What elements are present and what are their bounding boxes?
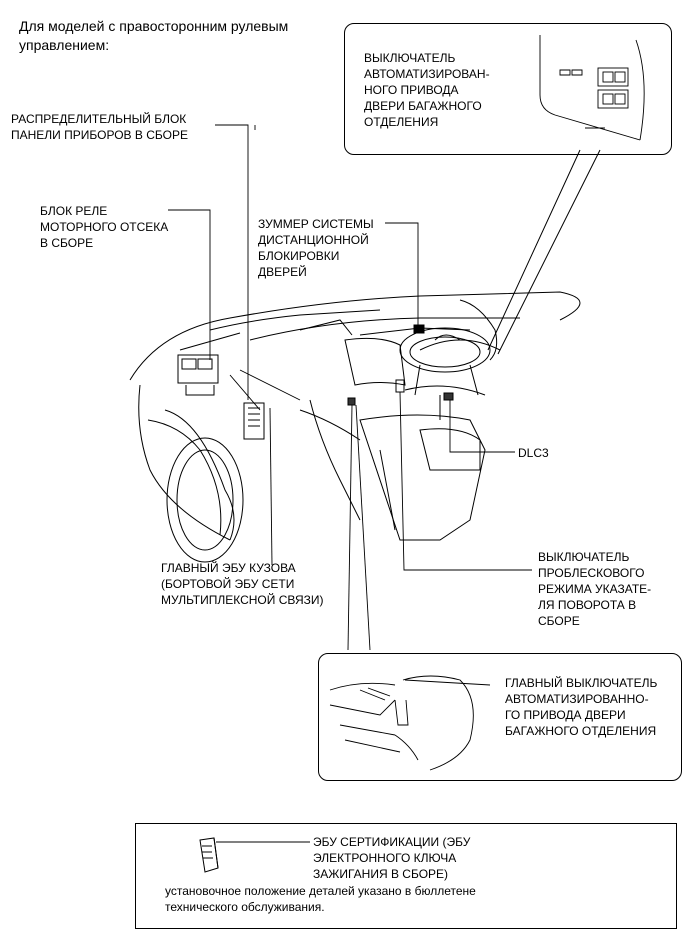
note-line-1: установочное положение деталей указано в… — [165, 884, 476, 898]
main-trunk-switch-shape — [347, 397, 356, 406]
buzzer-line-2: ДИСТАНЦИОННОЙ — [258, 233, 369, 247]
main-trunk-switch-line-4: БАГАЖНОГО ОТДЕЛЕНИЯ — [505, 724, 657, 738]
buzzer-line-3: БЛОКИРОВКИ — [258, 249, 340, 263]
certification-ecu-line-2: ЭЛЕКТРОННОГО КЛЮЧА — [313, 851, 457, 865]
certification-ecu-line-3: ЗАЖИГАНИЯ В СБОРЕ) — [313, 867, 449, 881]
trunk-switch-line-4: ДВЕРИ БАГАЖНОГО — [364, 99, 482, 113]
main-ecu-line-2: (БОРТОВОЙ ЭБУ СЕТИ — [161, 577, 295, 591]
buzzer-line-1: ЗУММЕР СИСТЕМЫ — [258, 217, 374, 231]
trunk-switch-line-5: ОТДЕЛЕНИЯ — [364, 115, 439, 129]
dlc3-shape — [443, 392, 454, 401]
main-trunk-switch-detail-sketch — [329, 675, 491, 771]
main-trunk-switch-line-3: ГО ПРИВОДА ДВЕРИ — [505, 708, 626, 722]
junction-block-line-1: РАСПРЕДЕЛИТЕЛЬНЫЙ БЛОК — [11, 112, 187, 126]
relay-block-line-3: В СБОРЕ — [40, 236, 94, 250]
label-dlc3: DLC3 — [518, 446, 549, 460]
hazard-switch-shape — [395, 379, 405, 393]
hazard-switch-line-2: ПРОБЛЕСКОВОГО — [538, 566, 645, 580]
label-trunk-switch: ВЫКЛЮЧАТЕЛЬ АВТОМАТИЗИРОВАН- НОГО ПРИВОД… — [364, 50, 490, 130]
car-body-outline — [129, 291, 581, 563]
leader-lines — [168, 124, 532, 651]
header-line-2: управлением: — [19, 37, 110, 53]
label-main-trunk-switch: ГЛАВНЫЙ ВЫКЛЮЧАТЕЛЬ АВТОМАТИЗИРОВАННО- Г… — [505, 675, 657, 739]
trunk-switch-detail-sketch — [539, 35, 645, 141]
label-main-ecu: ГЛАВНЫЙ ЭБУ КУЗОВА (БОРТОВОЙ ЭБУ СЕТИ МУ… — [161, 560, 324, 608]
label-buzzer: ЗУММЕР СИСТЕМЫ ДИСТАНЦИОННОЙ БЛОКИРОВКИ … — [258, 216, 374, 280]
hazard-switch-line-4: ЛЯ ПОВОРОТА В — [538, 598, 637, 612]
relay-block-line-1: БЛОК РЕЛЕ — [40, 204, 108, 218]
note-box — [135, 823, 677, 929]
buzzer-shape — [413, 324, 425, 334]
trunk-switch-line-2: АВТОМАТИЗИРОВАН- — [364, 67, 490, 81]
trunk-switch-line-3: НОГО ПРИВОДА — [364, 83, 459, 97]
label-certification-ecu: ЭБУ СЕРТИФИКАЦИИ (ЭБУ ЭЛЕКТРОННОГО КЛЮЧА… — [313, 834, 470, 882]
hazard-switch-line-5: СБОРЕ — [538, 614, 580, 628]
main-ecu-shape — [243, 402, 265, 440]
hazard-switch-line-3: РЕЖИМА УКАЗАТЕ- — [538, 582, 652, 596]
relay-block-line-2: МОТОРНОГО ОТСЕКА — [40, 220, 169, 234]
label-relay-block: БЛОК РЕЛЕ МОТОРНОГО ОТСЕКА В СБОРЕ — [40, 203, 168, 251]
certification-ecu-line-1: ЭБУ СЕРТИФИКАЦИИ (ЭБУ — [313, 835, 471, 849]
trunk-switch-line-1: ВЫКЛЮЧАТЕЛЬ — [364, 51, 456, 65]
header-line-1: Для моделей с правосторонним рулевым — [19, 18, 289, 34]
hazard-switch-line-1: ВЫКЛЮЧАТЕЛЬ — [538, 550, 630, 564]
dashboard-steering — [399, 299, 498, 420]
relay-block-shape — [177, 354, 219, 396]
note-line-2: технического обслуживания. — [165, 900, 325, 914]
callout-box-main-trunk-switch — [318, 653, 682, 781]
center-console — [299, 399, 486, 541]
main-trunk-switch-line-2: АВТОМАТИЗИРОВАННО- — [505, 692, 649, 706]
certification-ecu-icon — [199, 837, 310, 873]
main-trunk-switch-line-1: ГЛАВНЫЙ ВЫКЛЮЧАТЕЛЬ — [505, 676, 658, 690]
main-ecu-line-3: МУЛЬТИПЛЕКСНОЙ СВЯЗИ) — [161, 593, 324, 607]
label-junction-block: РАСПРЕДЕЛИТЕЛЬНЫЙ БЛОК ПАНЕЛИ ПРИБОРОВ В… — [11, 111, 188, 143]
label-hazard-switch: ВЫКЛЮЧАТЕЛЬ ПРОБЛЕСКОВОГО РЕЖИМА УКАЗАТЕ… — [538, 549, 651, 629]
callout-box-trunk-switch — [344, 23, 672, 155]
junction-block-line-2: ПАНЕЛИ ПРИБОРОВ В СБОРЕ — [11, 128, 188, 142]
main-ecu-line-1: ГЛАВНЫЙ ЭБУ КУЗОВА — [161, 561, 296, 575]
buzzer-line-4: ДВЕРЕЙ — [258, 265, 307, 279]
